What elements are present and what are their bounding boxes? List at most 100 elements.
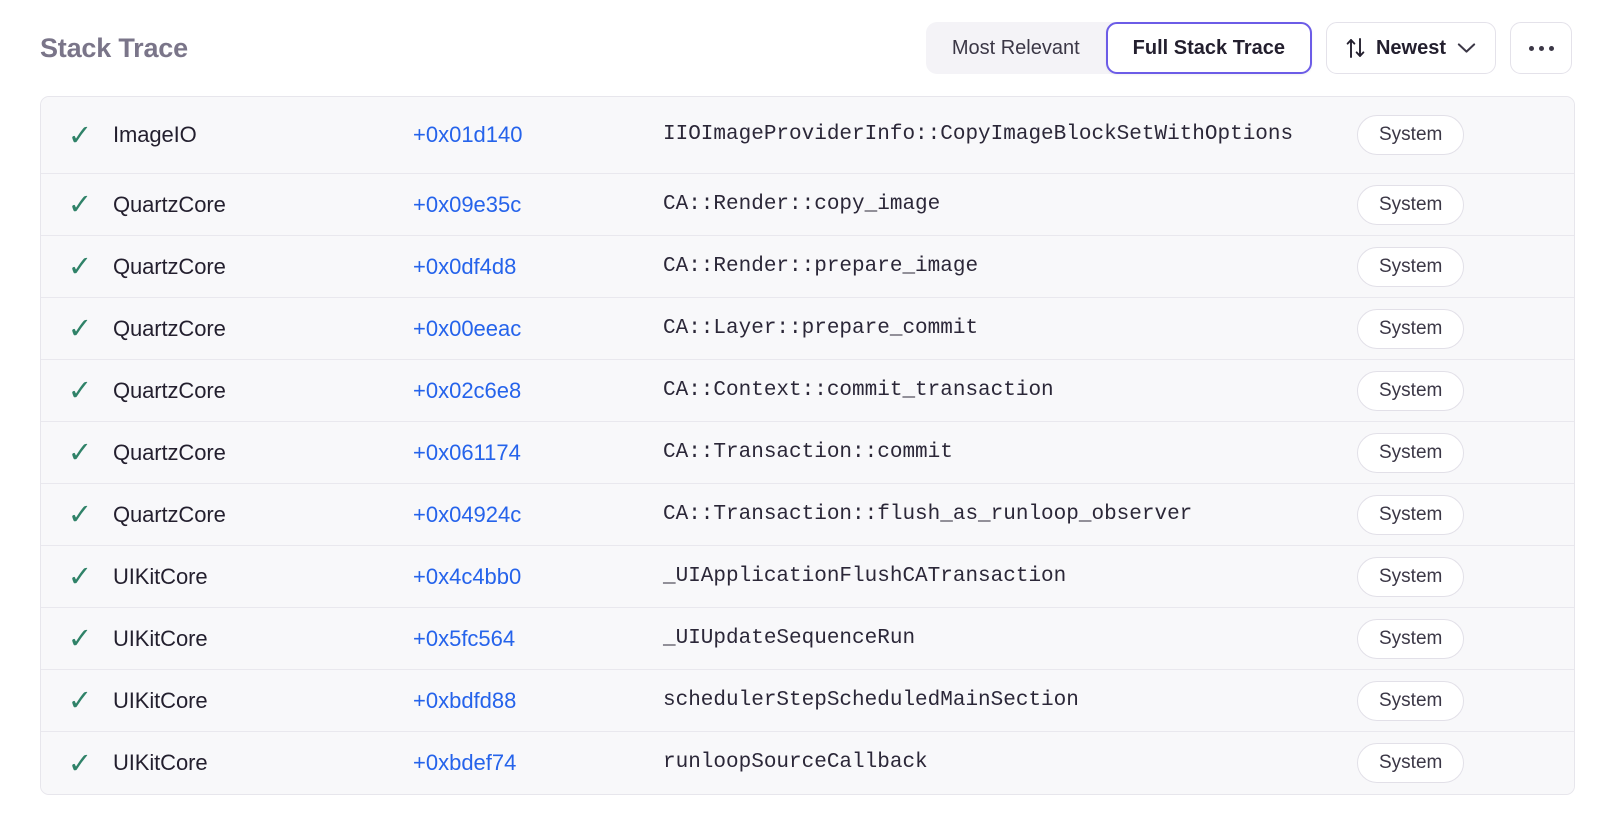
- page-title: Stack Trace: [40, 32, 188, 63]
- frame-address-link[interactable]: +0x0df4d8: [413, 253, 517, 279]
- frame-source-cell: System: [1353, 494, 1523, 535]
- frame-status-cell: ✓: [41, 624, 113, 653]
- frame-binary-name: UIKitCore: [113, 687, 208, 713]
- frame-function-name: CA::Context::commit_transaction: [663, 378, 1054, 402]
- status-badge: System: [1357, 246, 1465, 287]
- frame-source-cell: System: [1353, 680, 1523, 721]
- frame-address-link[interactable]: +0x04924c: [413, 501, 522, 527]
- check-icon: ✓: [67, 311, 93, 345]
- stack-frames-table: ✓ ImageIO +0x01d140 IIOImageProviderInfo::C…: [40, 96, 1575, 795]
- frame-binary-name: UIKitCore: [113, 563, 208, 589]
- table-row[interactable]: ✓ QuartzCore +0x061174 CA::Transaction::com…: [41, 422, 1574, 484]
- table-row[interactable]: ✓UIKitCore+0x4c4bb0_UIApplicationFlushCA…: [41, 546, 1574, 608]
- frame-address-link[interactable]: +0x5fc564: [413, 625, 516, 651]
- frame-address-link[interactable]: +0xbdfd88: [413, 687, 517, 713]
- header-controls: Most Relevant Full Stack Trace Newest: [925, 22, 1572, 74]
- sort-button[interactable]: Newest: [1325, 22, 1496, 74]
- status-badge: System: [1357, 556, 1465, 597]
- tab-full-stack-trace[interactable]: Full Stack Trace: [1105, 22, 1312, 74]
- status-badge: System: [1357, 370, 1465, 411]
- frame-source-cell: System: [1353, 556, 1523, 597]
- frame-function-name: IIOImageProviderInfo::CopyImageBlockSetW…: [663, 123, 1294, 147]
- ellipsis-icon: [1528, 45, 1554, 51]
- frame-function-name: schedulerStepScheduledMainSection: [663, 688, 1079, 712]
- frame-status-cell: ✓: [41, 686, 113, 715]
- frame-source-cell: System: [1353, 370, 1523, 411]
- status-badge: System: [1357, 184, 1465, 225]
- frame-binary-name: UIKitCore: [113, 750, 208, 775]
- frame-function-name: CA::Render::prepare_image: [663, 254, 979, 278]
- tab-most-relevant[interactable]: Most Relevant: [926, 22, 1106, 74]
- more-options-button[interactable]: [1510, 22, 1572, 74]
- table-row[interactable]: ✓ ImageIO +0x01d140 IIOImageProviderInfo::C…: [41, 97, 1574, 174]
- frame-source-cell: System: [1353, 246, 1523, 287]
- frame-function-name: CA::Layer::prepare_commit: [663, 316, 979, 340]
- frame-status-cell: ✓: [41, 376, 113, 405]
- table-row[interactable]: ✓ UIKitCore +0xbdfd88 schedulerStepSchedule…: [41, 670, 1574, 732]
- frame-source-cell: System: [1353, 308, 1523, 349]
- check-icon: ✓: [67, 373, 93, 407]
- check-icon: ✓: [67, 745, 93, 780]
- frame-binary-name: QuartzCore: [113, 191, 226, 217]
- frame-status-cell: ✓: [41, 562, 113, 591]
- table-row[interactable]: ✓ UIKitCore +0xbdef74 runloopSourceCallback…: [41, 732, 1574, 794]
- frame-binary-name: ImageIO: [113, 122, 197, 147]
- status-badge: System: [1357, 743, 1465, 783]
- frame-function-name: runloopSourceCallback: [663, 751, 928, 775]
- check-icon: ✓: [67, 559, 93, 593]
- chevron-down-icon: [1457, 42, 1476, 54]
- frame-status-cell: ✓: [41, 117, 113, 152]
- frame-address-link[interactable]: +0xbdef74: [413, 750, 517, 775]
- frame-status-cell: ✓: [41, 745, 113, 780]
- sort-arrows-icon: [1346, 37, 1365, 59]
- status-badge: System: [1357, 115, 1465, 155]
- frame-address-link[interactable]: +0x01d140: [413, 122, 523, 147]
- check-icon: ✓: [67, 497, 93, 531]
- frame-binary-name: QuartzCore: [113, 439, 226, 465]
- frame-address-link[interactable]: +0x02c6e8: [413, 377, 522, 403]
- table-row[interactable]: ✓ QuartzCore +0x02c6e8 CA::Context::commit_…: [41, 360, 1574, 422]
- frame-binary-name: QuartzCore: [113, 315, 226, 341]
- frame-function-name: _UIUpdateSequenceRun: [663, 626, 916, 650]
- table-row[interactable]: ✓ QuartzCore +0x00eeac CA::Layer::prepare_c…: [41, 298, 1574, 360]
- frame-address-link[interactable]: +0x09e35c: [413, 191, 522, 217]
- sort-label: Newest: [1375, 36, 1446, 59]
- frame-function-name: CA::Transaction::flush_as_runloop_observ…: [663, 502, 1193, 526]
- frame-status-cell: ✓: [41, 314, 113, 343]
- frame-address-link[interactable]: +0x061174: [413, 439, 521, 465]
- check-icon: ✓: [67, 249, 93, 283]
- status-badge: System: [1357, 308, 1465, 349]
- frame-function-name: CA::Render::copy_image: [663, 192, 941, 216]
- frame-status-cell: ✓: [41, 252, 113, 281]
- table-row[interactable]: ✓ QuartzCore +0x04924c CA::Transaction::flu…: [41, 484, 1574, 546]
- frame-binary-name: QuartzCore: [113, 253, 226, 279]
- frame-source-cell: System: [1353, 115, 1523, 155]
- check-icon: ✓: [67, 187, 93, 221]
- frame-source-cell: System: [1353, 432, 1523, 473]
- check-icon: ✓: [67, 117, 93, 152]
- frame-binary-name: QuartzCore: [113, 501, 226, 527]
- status-badge: System: [1357, 680, 1465, 721]
- status-badge: System: [1357, 432, 1465, 473]
- table-row[interactable]: ✓ QuartzCore +0x0df4d8 CA::Render::prepare_…: [41, 236, 1574, 298]
- frame-status-cell: ✓: [41, 500, 113, 529]
- frame-address-link[interactable]: +0x4c4bb0: [413, 563, 522, 589]
- frame-function-name: CA::Transaction::commit: [663, 440, 953, 464]
- table-row[interactable]: ✓ QuartzCore +0x09e35c CA::Render::copy_ima…: [41, 174, 1574, 236]
- check-icon: ✓: [67, 435, 93, 469]
- frame-source-cell: System: [1353, 184, 1523, 225]
- frame-source-cell: System: [1353, 743, 1523, 783]
- panel-header: Stack Trace Most Relevant Full Stack Tra…: [0, 0, 1614, 96]
- stack-view-segmented-control[interactable]: Most Relevant Full Stack Trace: [925, 22, 1312, 74]
- status-badge: System: [1357, 618, 1465, 659]
- frame-binary-name: QuartzCore: [113, 377, 226, 403]
- frame-status-cell: ✓: [41, 190, 113, 219]
- frame-address-link[interactable]: +0x00eeac: [413, 315, 522, 341]
- status-badge: System: [1357, 494, 1465, 535]
- frame-status-cell: ✓: [41, 438, 113, 467]
- check-icon: ✓: [67, 621, 93, 655]
- frame-source-cell: System: [1353, 618, 1523, 659]
- check-icon: ✓: [67, 683, 93, 717]
